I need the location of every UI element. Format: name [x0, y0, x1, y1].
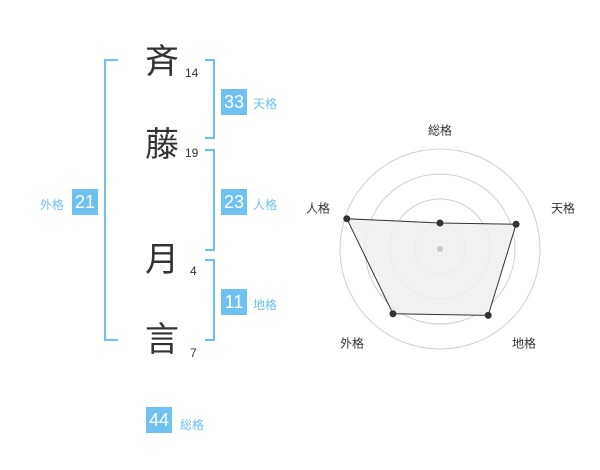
- radar-axis-label-chikaku: 地格: [511, 336, 537, 351]
- stroke-count-4: 7: [190, 346, 197, 360]
- radar-point-3: [484, 311, 492, 319]
- jinkaku-label: 人格: [253, 198, 278, 212]
- soukaku-badge: 44: [146, 407, 172, 433]
- radar-point-4: [389, 310, 397, 318]
- gaikaku-badge: 21: [72, 189, 98, 215]
- jinkaku-bracket: [205, 149, 215, 251]
- stroke-count-3: 4: [190, 264, 197, 278]
- gaikaku-bracket: [104, 59, 118, 341]
- soukaku-label: 総格: [180, 418, 205, 432]
- gaikaku-label: 外格: [40, 198, 65, 212]
- radar-axis-label-tenkaku: 天格: [550, 201, 576, 216]
- name-char-3: 月: [145, 240, 179, 280]
- radar-ring: [339, 148, 541, 350]
- chikaku-badge: 11: [221, 289, 247, 315]
- jinkaku-badge: 23: [221, 189, 247, 215]
- radar-series-area: [345, 218, 517, 316]
- tenkaku-badge: 33: [221, 89, 247, 115]
- radar-point-5: [343, 215, 351, 223]
- radar-point-2: [512, 220, 520, 228]
- radar-axis-label-soukaku: 総格: [427, 123, 453, 138]
- tenkaku-label: 天格: [253, 97, 278, 111]
- name-char-4: 言: [145, 320, 179, 360]
- chikaku-bracket: [205, 259, 215, 341]
- name-char-1: 斉: [145, 42, 179, 82]
- radar-center-dot: [437, 246, 443, 252]
- stroke-count-1: 14: [185, 66, 199, 80]
- chikaku-label: 地格: [253, 298, 278, 312]
- radar-point-1: [436, 219, 444, 227]
- radar-axis-label-jinkaku: 人格: [305, 201, 331, 216]
- radar-axis-label-gaikaku: 外格: [339, 336, 365, 351]
- name-char-2: 藤: [145, 125, 179, 165]
- stroke-count-2: 19: [185, 146, 199, 160]
- tenkaku-bracket: [205, 59, 215, 139]
